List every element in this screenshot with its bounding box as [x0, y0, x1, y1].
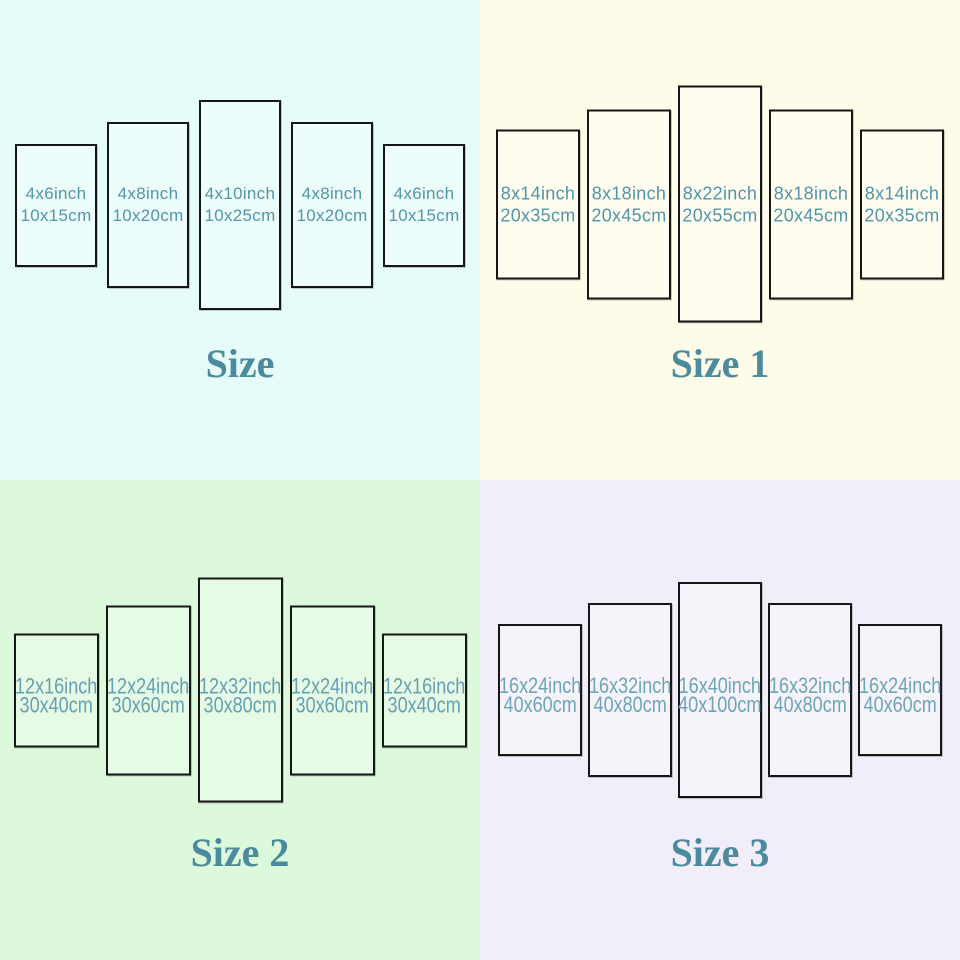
- canvas-panel: 12x24inch 30x60cm: [105, 605, 191, 775]
- panel-row: 12x16inch 30x40cm 12x24inch 30x60cm 12x3…: [0, 577, 480, 803]
- panel-size-inches: 12x32inch: [198, 673, 282, 698]
- canvas-panel: 8x14inch 20x35cm: [496, 129, 580, 279]
- panel-size-cm: 20x35cm: [500, 205, 576, 225]
- quadrant-title: Size 3: [670, 830, 770, 875]
- panel-size-inches: 16x40inch: [678, 673, 762, 698]
- panel-size-inches: 8x18inch: [773, 183, 849, 203]
- panel-size-cm: 40x60cm: [863, 692, 937, 717]
- panel-size-cm: 40x80cm: [773, 692, 847, 717]
- canvas-panel: 4x6inch 10x15cm: [383, 143, 465, 267]
- panel-size-label: 8x18inch 20x45cm: [773, 182, 848, 226]
- panel-row: 4x6inch 10x15cm 4x8inch 10x20cm 4x10inch…: [0, 100, 480, 310]
- canvas-panel: 12x24inch 30x60cm: [289, 605, 375, 775]
- canvas-panel: 16x24inch 40x60cm: [498, 624, 582, 756]
- panel-size-cm: 30x40cm: [19, 692, 93, 717]
- quadrant-size: 4x6inch 10x15cm 4x8inch 10x20cm 4x10inch…: [0, 0, 480, 480]
- panel-size-label: 16x32inch 40x80cm: [588, 673, 672, 717]
- panel-size-label: 4x6inch 10x15cm: [20, 183, 91, 227]
- panel-size-cm: 40x60cm: [503, 692, 577, 717]
- panel-size-label: 8x14inch 20x35cm: [500, 182, 575, 226]
- panel-size-inches: 16x24inch: [858, 673, 942, 698]
- panel-size-inches: 12x16inch: [14, 673, 98, 698]
- canvas-panel: 4x10inch 10x25cm: [199, 100, 281, 310]
- panel-size-inches: 12x24inch: [290, 673, 374, 698]
- panel-size-inches: 16x32inch: [588, 673, 672, 698]
- quadrant-size-1: 8x14inch 20x35cm 8x18inch 20x45cm 8x22in…: [480, 0, 960, 480]
- panel-size-label: 12x16inch 30x40cm: [14, 673, 98, 717]
- panel-size-label: 12x24inch 30x60cm: [290, 673, 374, 717]
- canvas-panel: 8x22inch 20x55cm: [678, 85, 762, 323]
- panel-size-inches: 16x24inch: [498, 673, 582, 698]
- panel-size-label: 4x10inch 10x25cm: [204, 183, 275, 227]
- panel-size-cm: 10x20cm: [112, 206, 184, 225]
- panel-size-cm: 30x60cm: [295, 692, 369, 717]
- panel-size-label: 16x32inch 40x80cm: [768, 673, 852, 717]
- panel-size-label: 12x16inch 30x40cm: [382, 673, 466, 717]
- canvas-panel: 12x32inch 30x80cm: [197, 577, 283, 803]
- panel-size-label: 16x24inch 40x60cm: [858, 673, 942, 717]
- panel-size-label: 8x18inch 20x45cm: [591, 182, 666, 226]
- canvas-panel: 8x18inch 20x45cm: [587, 109, 671, 299]
- canvas-panel: 16x32inch 40x80cm: [588, 603, 672, 777]
- panel-size-inches: 4x8inch: [117, 184, 179, 203]
- panel-size-cm: 20x45cm: [773, 205, 849, 225]
- panel-size-cm: 10x15cm: [20, 206, 92, 225]
- panel-size-label: 4x8inch 10x20cm: [112, 183, 183, 227]
- panel-size-label: 16x24inch 40x60cm: [498, 673, 582, 717]
- quadrant-title: Size 1: [670, 341, 770, 386]
- canvas-panel: 12x16inch 30x40cm: [381, 633, 467, 747]
- panel-size-label: 12x32inch 30x80cm: [198, 673, 282, 717]
- panel-size-cm: 20x45cm: [591, 205, 667, 225]
- canvas-panel: 16x24inch 40x60cm: [858, 624, 942, 756]
- panel-size-inches: 12x16inch: [382, 673, 466, 698]
- quadrant-title: Size 2: [190, 830, 290, 875]
- canvas-panel: 4x8inch 10x20cm: [291, 122, 373, 288]
- panel-size-inches: 4x6inch: [393, 184, 455, 203]
- panel-size-label: 8x14inch 20x35cm: [864, 182, 939, 226]
- panel-size-label: 12x24inch 30x60cm: [106, 673, 190, 717]
- panel-row: 8x14inch 20x35cm 8x18inch 20x45cm 8x22in…: [480, 85, 960, 323]
- panel-size-cm: 10x20cm: [296, 206, 368, 225]
- panel-size-label: 16x40inch 40x100cm: [678, 673, 762, 717]
- canvas-panel: 4x8inch 10x20cm: [107, 122, 189, 288]
- panel-size-inches: 12x24inch: [106, 673, 190, 698]
- panel-size-inches: 8x22inch: [682, 183, 758, 203]
- panel-size-cm: 40x100cm: [678, 692, 762, 717]
- quadrant-size-2: 12x16inch 30x40cm 12x24inch 30x60cm 12x3…: [0, 480, 480, 960]
- panel-size-inches: 8x14inch: [500, 183, 576, 203]
- canvas-panel: 4x6inch 10x15cm: [15, 143, 97, 267]
- panel-size-label: 8x22inch 20x55cm: [682, 182, 757, 226]
- panel-row: 16x24inch 40x60cm 16x32inch 40x80cm 16x4…: [480, 582, 960, 798]
- panel-size-label: 4x8inch 10x20cm: [296, 183, 367, 227]
- panel-size-inches: 8x18inch: [591, 183, 667, 203]
- panel-size-cm: 10x15cm: [388, 206, 460, 225]
- canvas-panel: 16x32inch 40x80cm: [768, 603, 852, 777]
- canvas-panel: 16x40inch 40x100cm: [678, 582, 762, 798]
- quadrant-title: Size: [205, 341, 275, 386]
- canvas-panel: 8x18inch 20x45cm: [769, 109, 853, 299]
- panel-size-cm: 30x40cm: [387, 692, 461, 717]
- quadrant-size-3: 16x24inch 40x60cm 16x32inch 40x80cm 16x4…: [480, 480, 960, 960]
- panel-size-cm: 20x35cm: [864, 205, 940, 225]
- panel-size-cm: 30x60cm: [111, 692, 185, 717]
- panel-size-cm: 10x25cm: [204, 206, 276, 225]
- canvas-panel: 12x16inch 30x40cm: [13, 633, 99, 747]
- panel-size-label: 4x6inch 10x15cm: [388, 183, 459, 227]
- canvas-panel: 8x14inch 20x35cm: [860, 129, 944, 279]
- panel-size-inches: 4x10inch: [204, 184, 276, 203]
- panel-size-cm: 30x80cm: [203, 692, 277, 717]
- panel-size-inches: 4x8inch: [301, 184, 363, 203]
- panel-size-inches: 8x14inch: [864, 183, 940, 203]
- panel-size-cm: 40x80cm: [593, 692, 667, 717]
- panel-size-cm: 20x55cm: [682, 205, 758, 225]
- panel-size-inches: 4x6inch: [25, 184, 87, 203]
- panel-size-inches: 16x32inch: [768, 673, 852, 698]
